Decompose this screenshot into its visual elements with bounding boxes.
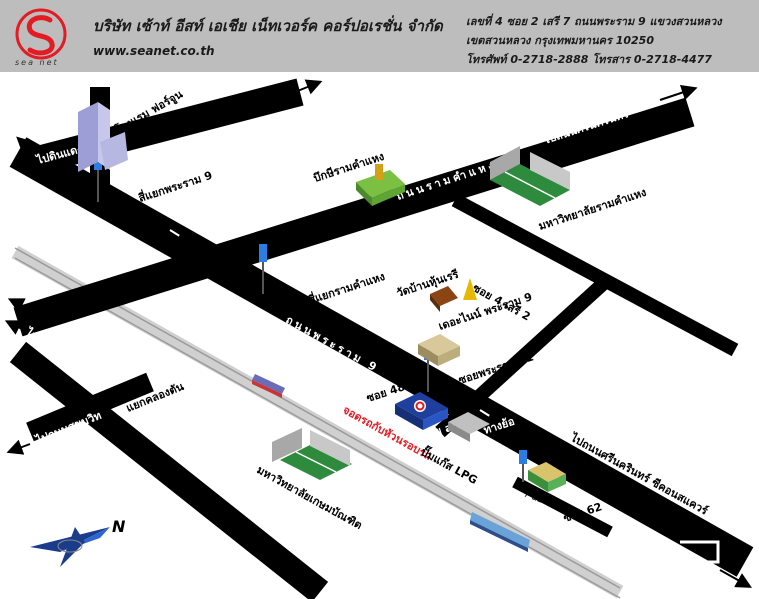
arrow-soi-east-icon <box>479 408 503 425</box>
lpg-station-icon <box>448 412 490 442</box>
label-rama9-intersection: สี่แยกพระราม 9 <box>136 167 214 205</box>
arrow-phetchaburi-icon <box>4 320 29 335</box>
arrow-din-daeng-icon <box>16 136 39 158</box>
arrow-pradit-icon <box>294 79 323 95</box>
road-u-turn <box>680 540 720 564</box>
road-sukhumvit-branch <box>26 372 154 442</box>
company-name: บริษัท เซ้าท์ อีสท์ เอเชีย เน็ทเวอร์ค คอ… <box>93 17 443 35</box>
website-link[interactable]: www.seanet.co.th <box>93 44 215 58</box>
arrow-sukhumvit-icon <box>6 439 31 455</box>
compass-icon <box>30 527 110 567</box>
address-line-1: เลขที่ 4 ซอย 2 เสรี 7 ถนนพระราม 9 แขวงสว… <box>466 15 722 28</box>
header-banner: sea net บริษัท เซ้าท์ อีสท์ เอเชีย เน็ทเ… <box>0 0 759 72</box>
sky-train-icon <box>252 374 285 398</box>
road-khlong-tan <box>9 341 329 599</box>
arrow-seacon-icon <box>719 569 752 588</box>
traffic-light-icon <box>519 450 527 482</box>
arrow-rama9-east-icon <box>169 228 193 245</box>
phone-line: โทรศัพท์ 0-2718-2888 โทรสาร 0-2718-4477 <box>466 53 712 66</box>
direction-arrows <box>4 79 752 588</box>
road-ramkhamhaeng <box>13 97 695 337</box>
label-ramkhamhaeng-intersection: สี่แยกรามคำแหง <box>306 268 387 307</box>
logo-caption: sea net <box>15 58 59 67</box>
address-line-2: เขตสวนหลวง กรุงเทพมหานคร 10250 <box>466 34 654 47</box>
road-soi62 <box>512 476 613 538</box>
seanet-office-icon <box>395 392 448 430</box>
the-nine-building-icon <box>418 334 460 366</box>
arrow-srinakarin-top-icon <box>659 84 698 101</box>
airport-link-train-icon <box>470 512 530 552</box>
temple-icon <box>430 278 477 312</box>
seven-eleven-icon <box>528 462 566 492</box>
road-network <box>9 78 754 599</box>
compass-north-label: N <box>112 517 126 536</box>
raja-building-icon <box>356 164 405 206</box>
seanet-logo-icon <box>15 8 67 60</box>
arrow-asoke-icon <box>7 298 36 313</box>
road-soi4-seri2 <box>451 193 739 357</box>
road-din-daeng <box>26 78 304 176</box>
road-rama9 <box>9 137 754 577</box>
label-asoke: ไปอโศก <box>33 225 76 251</box>
hotel-building-icon <box>78 102 128 172</box>
road-soi-seri <box>435 276 610 438</box>
traffic-light-icon <box>259 244 267 294</box>
label-soi48: ซอย 48 <box>365 380 407 405</box>
kasem-bundit-university-icon <box>272 428 352 480</box>
ramkhamhaeng-university-icon <box>490 146 570 206</box>
location-map: ถนนพระราม 9 ถนนรามคำแหง ถนนพัฒนาการ ไปดิ… <box>4 78 754 599</box>
